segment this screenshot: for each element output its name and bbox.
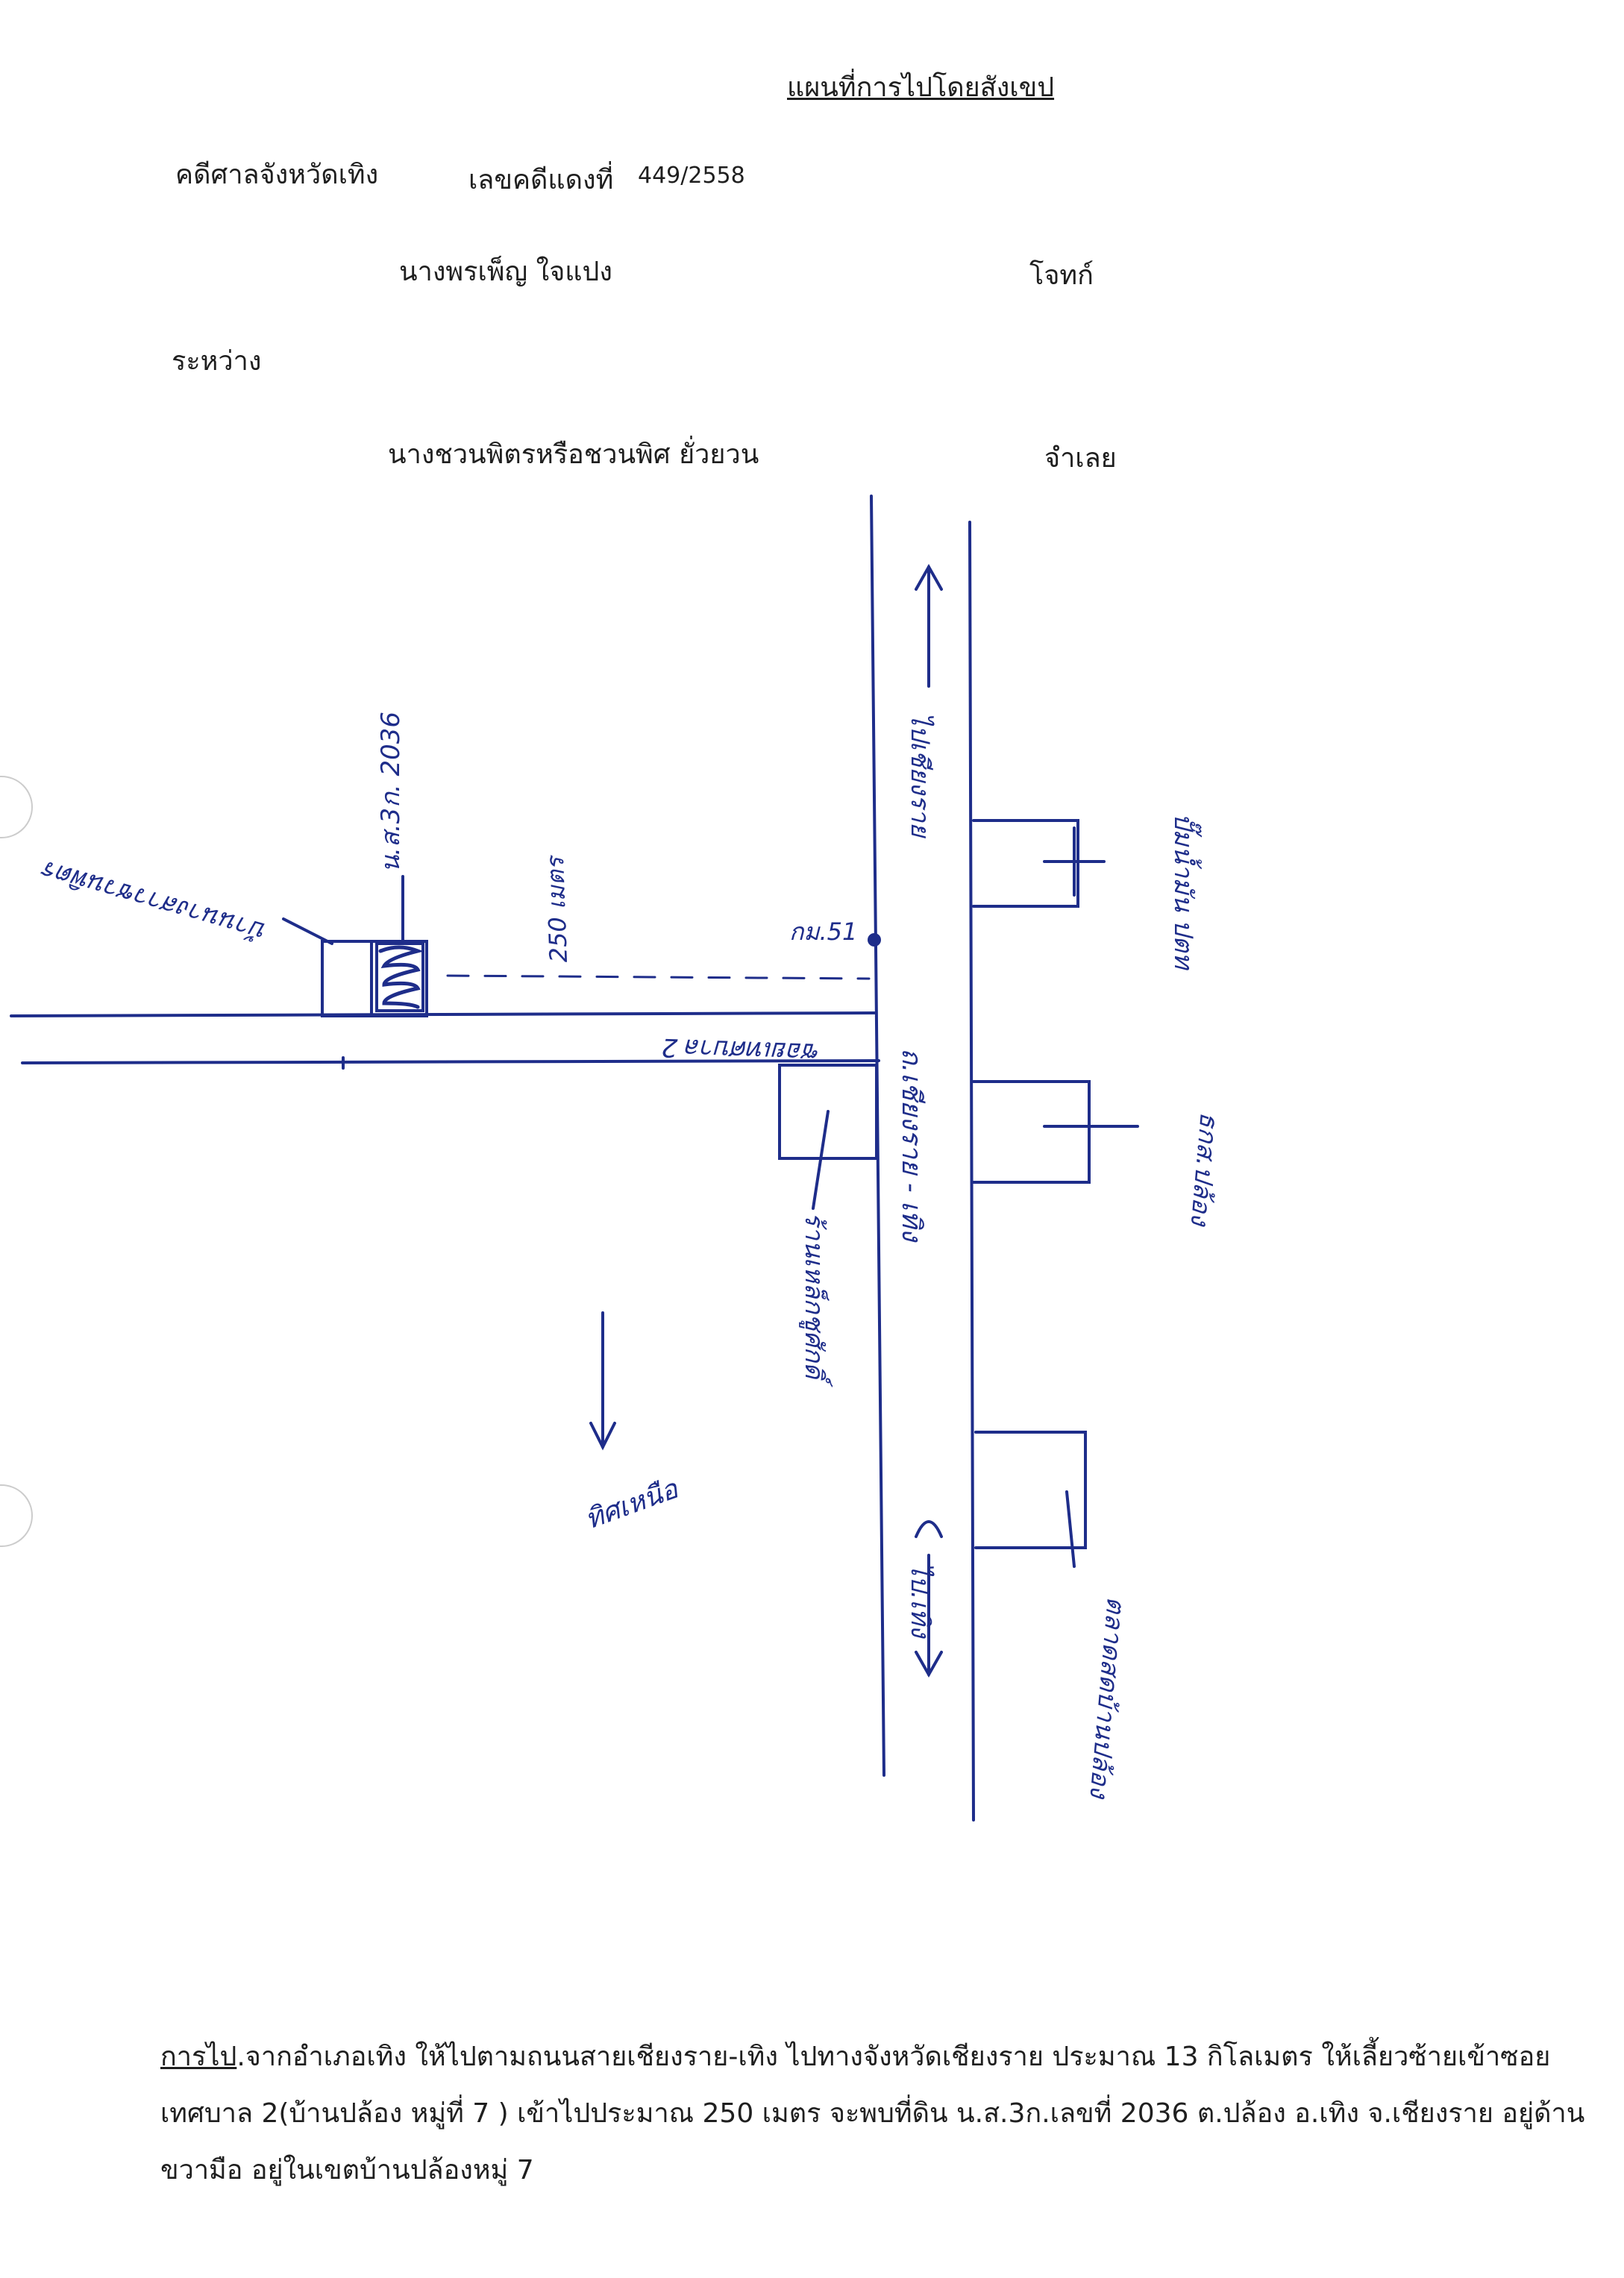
main-road-label: ถ.เชียงราย - เทิง (896, 1048, 927, 1243)
directions-lead: การไป (160, 2042, 237, 2072)
plaintiff-name: นางพรเพ็ญ ใจแปง (399, 257, 612, 287)
bank-label: ธกส.ปล้อง (1185, 1111, 1224, 1229)
market-box (974, 1431, 1087, 1549)
house-label: บ้านนางสาวชวนพิตร (37, 854, 271, 947)
page-title: แผนที่การไปโดยสังเขป (787, 72, 1055, 103)
between-label: ระหว่าง (172, 346, 262, 377)
shop-label: ร้านเหล็กชูศักดิ์ (799, 1212, 833, 1387)
arrow-up-to-chiang-rai (915, 563, 943, 688)
to-thoeng-label: ไป.เทิง (905, 1563, 935, 1640)
parcel-scribble (378, 945, 424, 1009)
soi-label: ซอยเทศบาล 2 (661, 1032, 821, 1067)
court-name: คดีศาลจังหวัดเทิง (175, 160, 379, 190)
main-road-right-edge (968, 521, 975, 1822)
case-number: 449/2558 (638, 163, 745, 189)
market-label: ตลาดสดบ้านปล้อง (1083, 1595, 1131, 1801)
distance-label: 250 เมตร (541, 854, 573, 963)
shop-box (778, 1064, 878, 1160)
land-parcel-label: น.ส.3ก. 2036 (376, 712, 406, 873)
to-chiang-rai-label: ไปเชียงราย (905, 712, 935, 838)
land-parcel-box (375, 942, 424, 1012)
gas-station-box (972, 819, 1079, 908)
north-arrow (589, 1311, 616, 1451)
case-label: เลขคดีแดงที่ (468, 165, 614, 195)
km-marker-dot (868, 933, 881, 947)
distance-line (446, 974, 871, 980)
plaintiff-role: โจทก์ (1029, 260, 1094, 291)
house-box (321, 940, 428, 1017)
defendant-role: จำเลย (1044, 443, 1117, 474)
arrow-down-to-thoeng (915, 1554, 943, 1678)
soi-road-bottom-edge (21, 1059, 880, 1064)
km-marker-label: กม.51 (789, 917, 857, 946)
soi-road-top-edge (10, 1011, 876, 1017)
north-label: ทิศเหนือ (581, 1473, 683, 1535)
directions-text: การไป.จากอำเภอเทิง ให้ไปตามถนนสายเชียงรา… (160, 2029, 1593, 2199)
gas-station-label: ปั๊มน้ำมัน ปตท (1168, 813, 1203, 970)
defendant-name: นางชวนพิตรหรือชวนพิศ ยั่วยวน (388, 439, 759, 470)
bank-box (972, 1080, 1091, 1184)
directions-body: .จากอำเภอเทิง ให้ไปตามถนนสายเชียงราย-เทิ… (160, 2042, 1585, 2186)
